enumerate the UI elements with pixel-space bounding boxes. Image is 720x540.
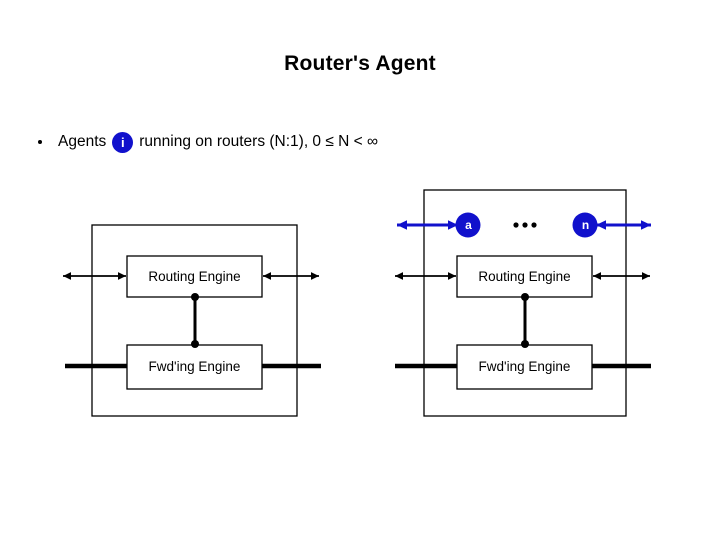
agent-n-label: n: [581, 218, 590, 232]
bullet-text-before: Agents: [58, 133, 107, 150]
router-right-routing-engine-label: Routing Engine: [478, 269, 571, 284]
router-right-group: [395, 189, 651, 417]
router-right-chassis: [423, 189, 627, 417]
router-left-chassis: [91, 224, 298, 417]
ellipsis-dot-1: [513, 222, 519, 228]
router-right-fwding-engine-label: Fwd'ing Engine: [478, 359, 571, 374]
router-right-bus-junction-bottom: [521, 340, 529, 348]
router-left-bus-junction-top: [191, 293, 199, 301]
agent-badge-icon: i: [112, 131, 134, 153]
router-left-bus-junction-bottom: [191, 340, 199, 348]
router-right-bus-junction-top: [521, 293, 529, 301]
router-right-agent-a-node[interactable]: [455, 212, 481, 238]
ellipsis-dot-2: [522, 222, 528, 228]
agent-a-label: a: [465, 218, 472, 232]
bullet-line: Agents i running on routers (N:1), 0 ≤ N…: [38, 129, 678, 155]
router-left-fwding-engine-box: [126, 344, 263, 390]
ellipsis-dot-3: [531, 222, 537, 228]
router-left-fwding-engine-label: Fwd'ing Engine: [148, 359, 241, 374]
router-left-routing-engine-label: Routing Engine: [148, 269, 241, 284]
bullet-text-after: running on routers (N:1), 0 ≤ N < ∞: [139, 133, 379, 150]
bullet-marker-icon: [38, 140, 42, 144]
router-left-group: [63, 224, 321, 417]
router-right-routing-engine-box: [456, 255, 593, 298]
page-title: Router's Agent: [284, 52, 436, 75]
router-right-agent-n-node[interactable]: [572, 212, 598, 238]
router-right-fwding-engine-box: [456, 344, 593, 390]
